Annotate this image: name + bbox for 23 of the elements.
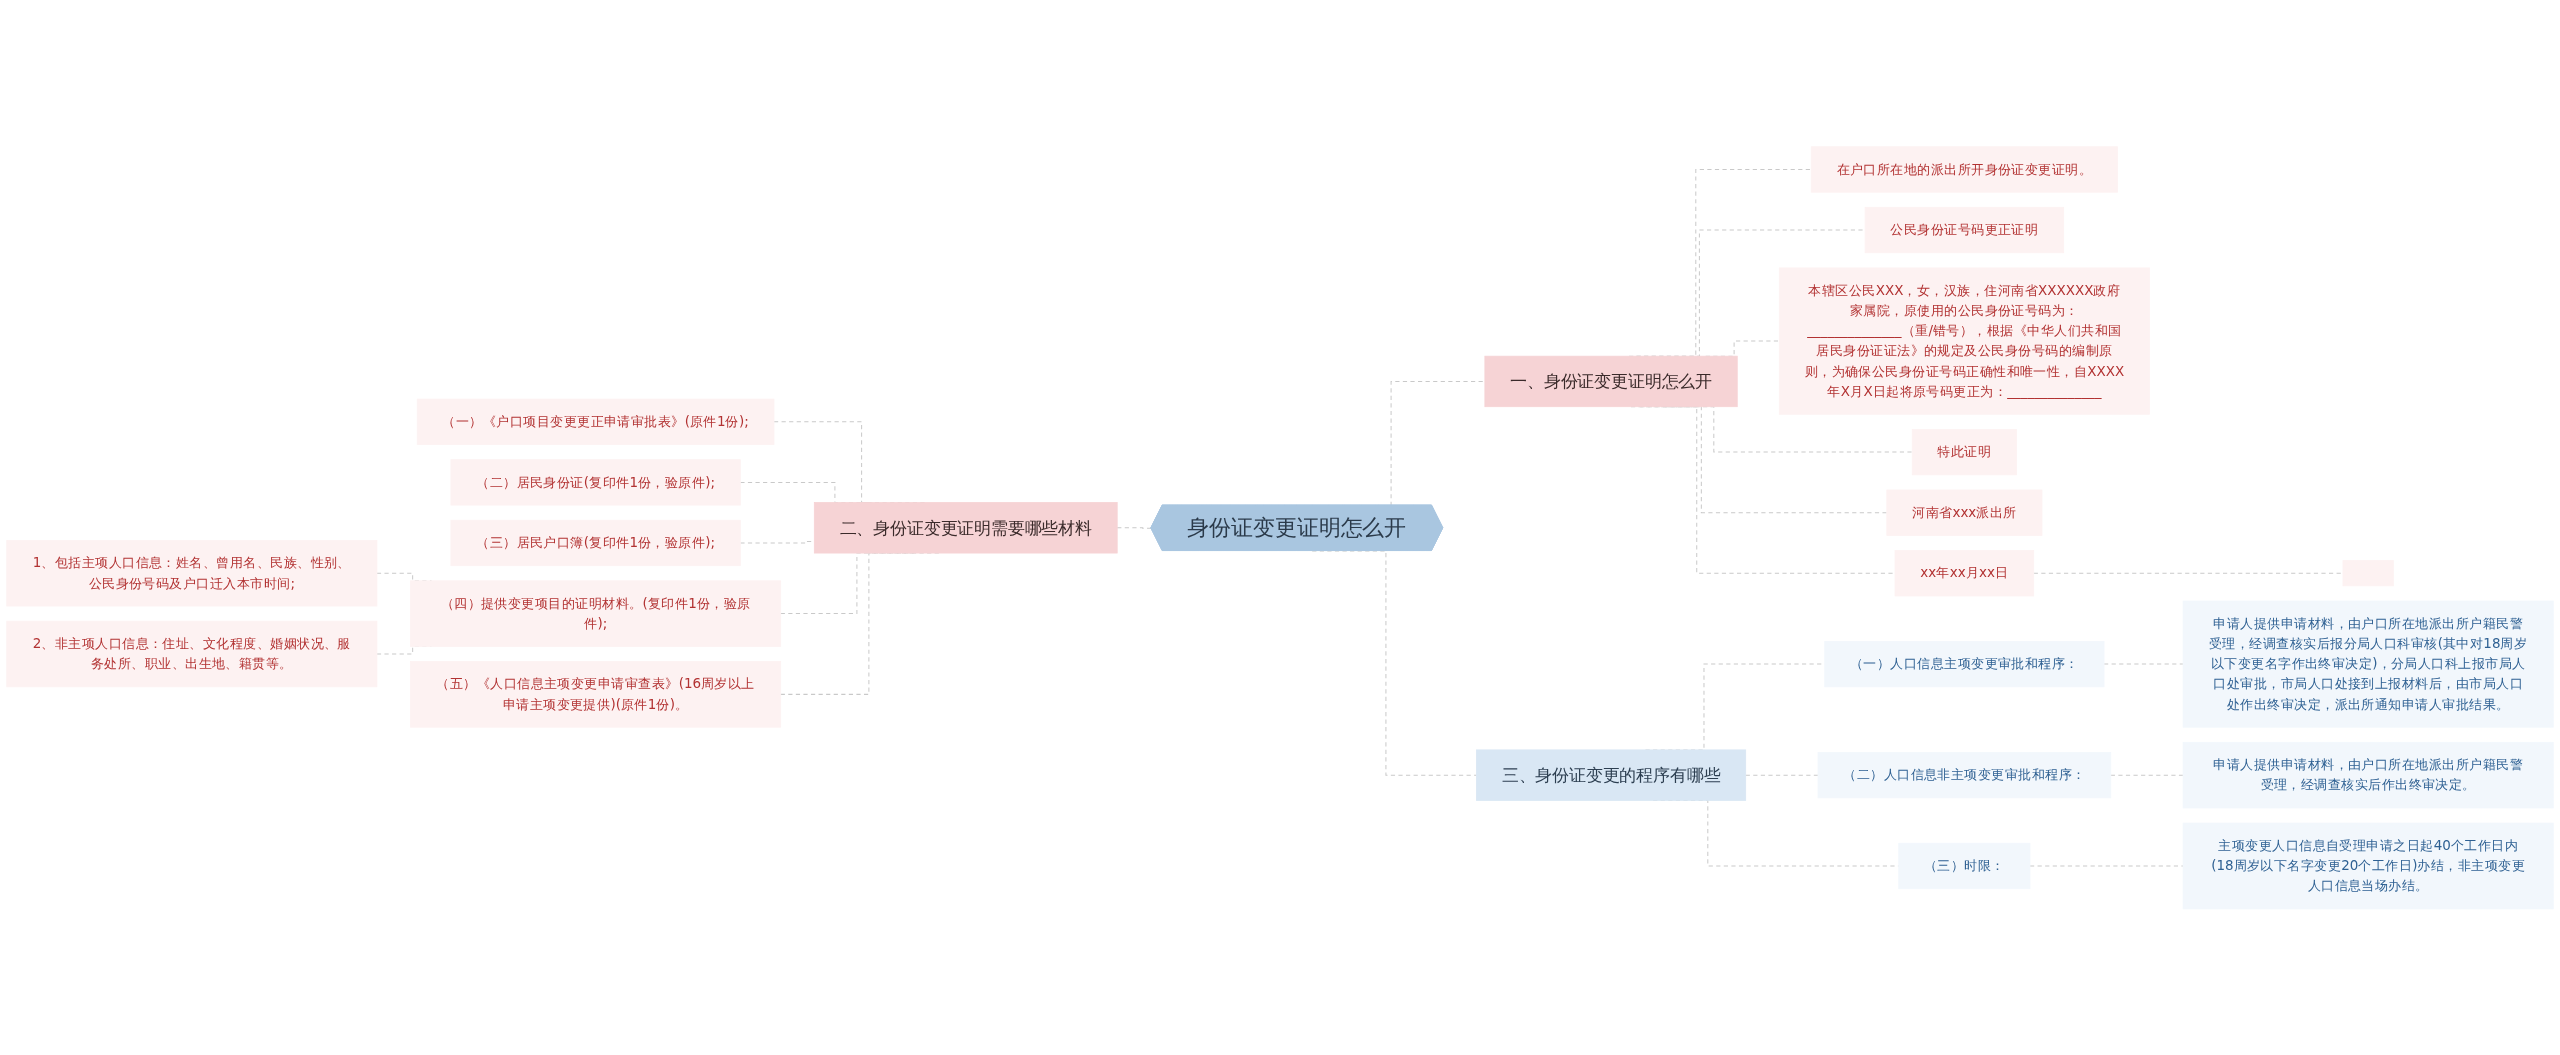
node-box: 在户口所在地的派出所开身份证变更证明。: [1810, 146, 2118, 193]
node-box: （二）人口信息非主项变更审批和程序：: [1817, 751, 2112, 798]
connector: [1116, 527, 1152, 529]
node-box: 申请人提供申请材料，由户口所在地派出所户籍民警受理，经调查核实后报分局人口科审核(其中对18周岁以下变更名字作出终审决定)，分局人口科上报市局人口处审批，市局人口处接到上报材料后，由市局人口处作出终审决定，派出所通知申请人审批结果。: [2182, 600, 2554, 728]
node-box: （一）《户口项目变更更正申请审批表》(原件1份);: [416, 398, 775, 445]
node-box: 1、包括主项人口信息：姓名、曾用名、民族、性别、公民身份号码及户口迁入本市时间;: [6, 539, 378, 607]
node-box: 一、身份证变更证明怎么开: [1484, 355, 1738, 407]
node-box: （五）《人口信息主项变更申请审查表》(16周岁以上申请主项变更提供)(原件1份)。: [410, 660, 782, 728]
node-box: （二）居民身份证(复印件1份，验原件);: [450, 458, 741, 506]
node-box: （三）时限：: [1898, 842, 2031, 889]
node-box: xx年xx月xx日: [1894, 549, 2035, 597]
node-box: 三、身份证变更的程序有哪些: [1476, 749, 1747, 801]
node-box: 2、非主项人口信息：住址、文化程度、婚姻状况、服务处所、职业、出生地、籍贯等。: [6, 620, 378, 687]
node-box: 本辖区公民XXX，女，汉族，住河南省XXXXXX政府家属院，原使用的公民身份证号码为：______________（重/错号），根据《中华人们共和国居民身份证证法》的规定及公民身份号码的编制原则，为确保公民身份证号码正确性和唯一性，自XXXX年X月X日起将原号码更正为：______________: [1778, 267, 2150, 415]
connector: [2033, 572, 2344, 574]
node-box: 申请人提供申请材料，由户口所在地派出所户籍民警受理，经调查核实后作出终审决定。: [2182, 741, 2554, 809]
node-box: [2342, 559, 2394, 586]
node-box: （一）人口信息主项变更审批和程序：: [1824, 640, 2105, 687]
node-box: 河南省xxx派出所: [1886, 489, 2043, 536]
node-box: 特此证明: [1911, 428, 2017, 475]
node-box: 二、身份证变更证明需要哪些材料: [813, 501, 1118, 554]
node-box: （四）提供变更项目的证明材料。(复印件1份，验原件);: [410, 580, 782, 647]
node-box: （三）居民户口簿(复印件1份，验原件);: [450, 519, 741, 566]
